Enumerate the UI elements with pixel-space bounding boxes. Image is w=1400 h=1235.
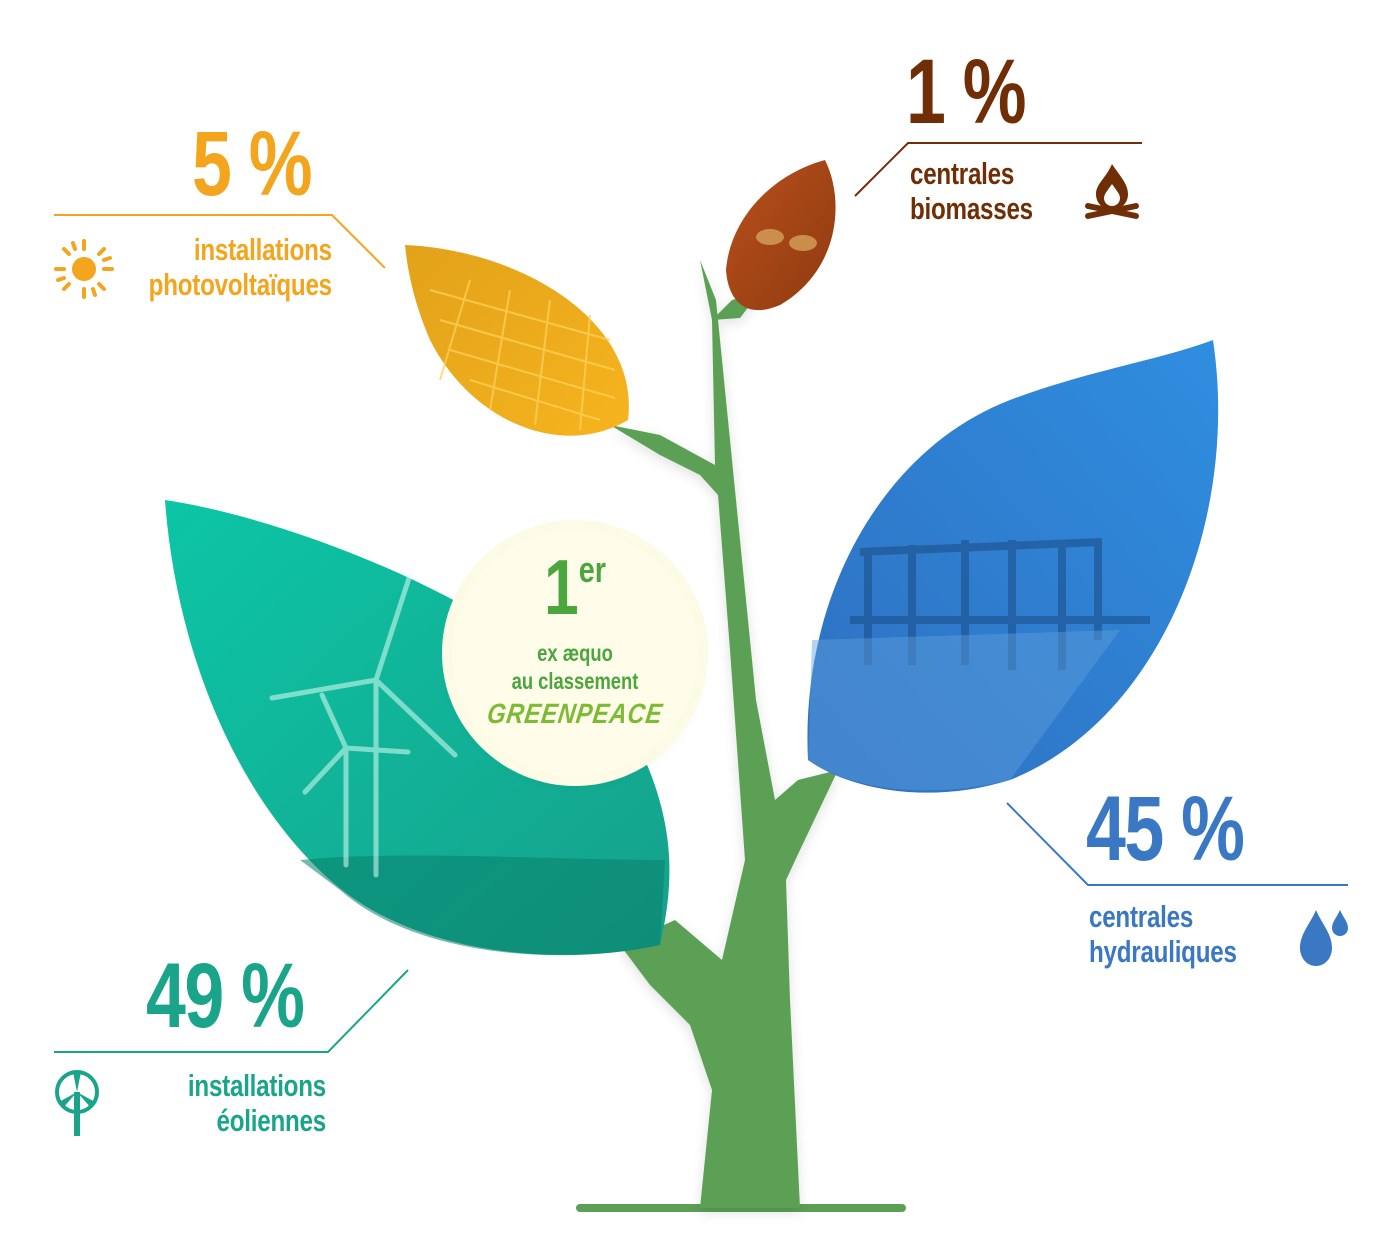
ranking-badge: 1er ex æquo au classement GREENPEACE	[452, 530, 698, 776]
biomass-label-line-1: centrales	[910, 156, 1015, 191]
solar-leaf	[405, 245, 629, 436]
greenpeace-logo: GREENPEACE	[485, 698, 665, 729]
badge-line-1: ex æquo	[537, 640, 613, 666]
badge-rank: 1er	[544, 543, 606, 631]
biomass-label-line-2: biomasses	[910, 191, 1033, 226]
hydro-percent: 45 %	[1086, 778, 1245, 880]
badge-rank-suffix: er	[578, 549, 606, 590]
hydro-leader-line	[1006, 802, 1348, 886]
hydro-leaf	[807, 340, 1219, 793]
solar-leader-line	[54, 214, 386, 269]
solar-percent: 5 %	[192, 113, 313, 215]
biomass-label: centrales biomasses	[910, 156, 1033, 226]
wind-turbine-icon	[55, 1070, 99, 1136]
hydro-label: centrales hydrauliques	[1089, 899, 1237, 969]
badge-line-2: au classement	[511, 668, 639, 694]
solar-label-line-1: installations	[193, 232, 332, 267]
wind-percent: 49 %	[146, 945, 305, 1047]
wind-leaf	[165, 500, 670, 956]
biomass-leader-line	[854, 142, 1142, 197]
hydro-label-line-1: centrales	[1089, 899, 1194, 934]
wind-label-line-2: éoliennes	[216, 1103, 327, 1138]
hydro-label-line-2: hydrauliques	[1089, 934, 1237, 969]
campfire-icon	[1085, 164, 1139, 219]
solar-label-line-2: photovoltaïques	[148, 267, 332, 302]
wind-label: installations éoliennes	[188, 1068, 326, 1138]
sun-icon	[54, 239, 114, 299]
wind-label-line-1: installations	[187, 1068, 326, 1103]
biomass-leaf	[726, 160, 836, 311]
water-drops-icon	[1300, 910, 1348, 966]
wind-leader-line	[54, 969, 409, 1053]
solar-label: installations photovoltaïques	[149, 232, 332, 302]
biomass-percent: 1 %	[906, 41, 1027, 143]
